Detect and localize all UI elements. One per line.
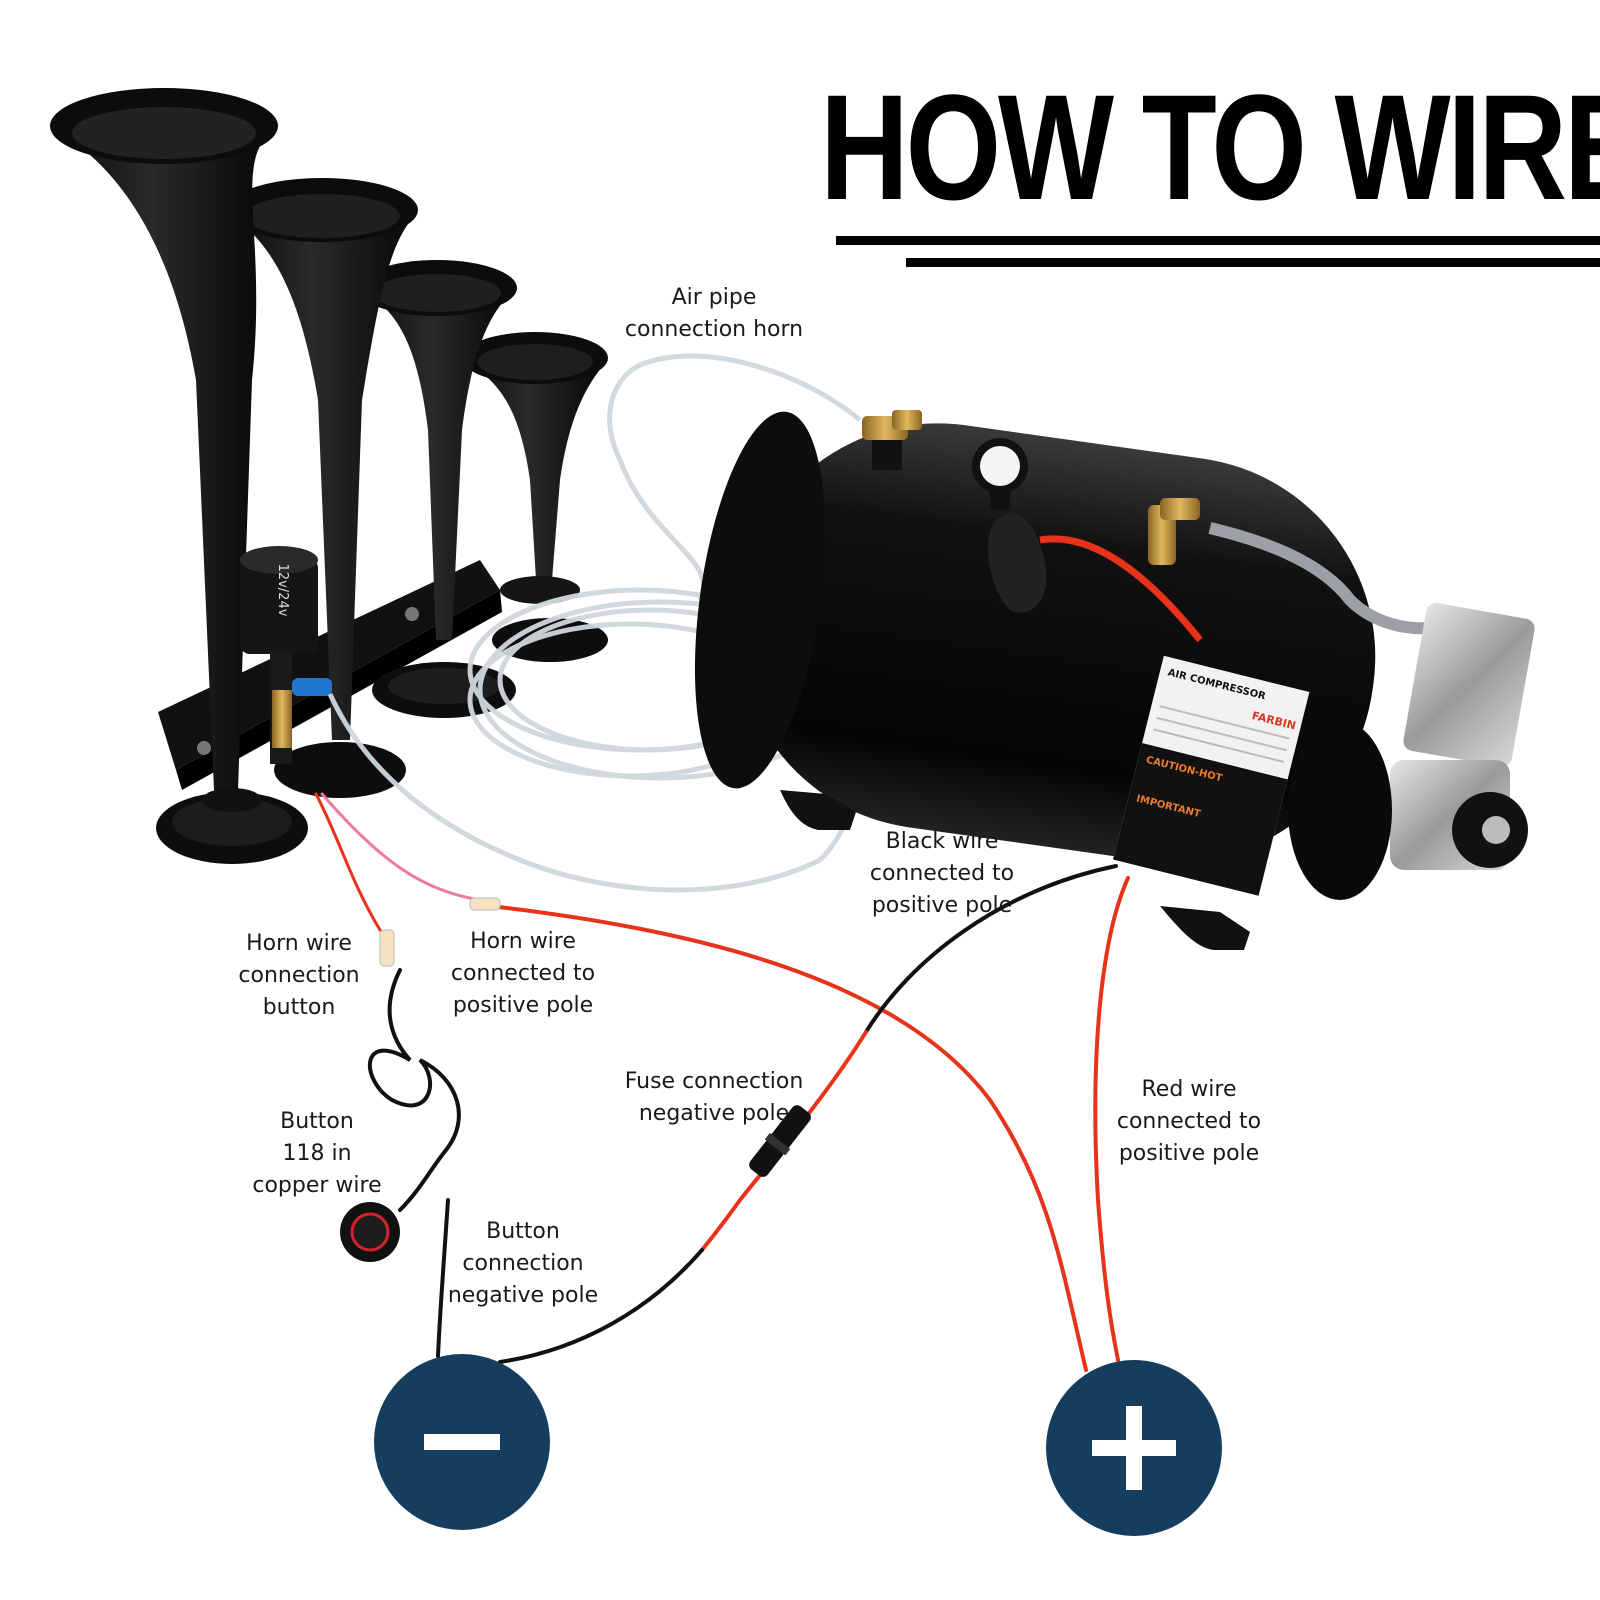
horn-2 (226, 178, 418, 798)
compressor-black-wire (864, 864, 1118, 1034)
air-tank (694, 410, 1431, 950)
label-fuse: Fuse connection negative pole (624, 1069, 804, 1126)
horn-3 (357, 260, 517, 718)
label-button-wire: Button 118 in copper wire (252, 1109, 382, 1198)
horn-solenoid: 12v/24v (240, 546, 332, 764)
button-negative-wire (436, 1198, 450, 1358)
title-underline-1 (836, 236, 1600, 245)
horn-switch-label: 12v/24v (275, 564, 290, 617)
positive-pole (1046, 1360, 1222, 1536)
fuse-holder (749, 1105, 811, 1177)
trumpet-horns (50, 88, 608, 864)
negative-pole (374, 1354, 550, 1530)
button-coil (367, 968, 461, 1212)
horn-1 (50, 88, 308, 864)
label-air-pipe: Air pipe connection horn (624, 285, 804, 342)
plus-sign-icon-vertical (1126, 1406, 1142, 1490)
horn-positive-wire (488, 904, 1088, 1372)
label-horn-wire-positive: Horn wire connected to positive pole (450, 929, 596, 1018)
label-black-wire: Black wire connected to positive pole (869, 829, 1015, 918)
horn-push-button (340, 1202, 400, 1262)
minus-sign-icon (424, 1434, 500, 1450)
compressor-red-wire (1093, 876, 1130, 1362)
page-title: HOW TO WIRE (820, 63, 1600, 231)
compressor-motor (1288, 602, 1535, 900)
label-horn-wire-button: Horn wire connection button (238, 931, 360, 1020)
negative-black-wire (498, 1248, 704, 1364)
title-underline-2 (906, 258, 1600, 267)
compressor-label-plate: AIR COMPRESSOR FARBIN CAUTION-HOT IMPORT… (1113, 655, 1310, 896)
label-red-wire: Red wire connected to positive pole (1116, 1077, 1262, 1166)
label-button-negative: Button connection negative pole (447, 1219, 599, 1308)
